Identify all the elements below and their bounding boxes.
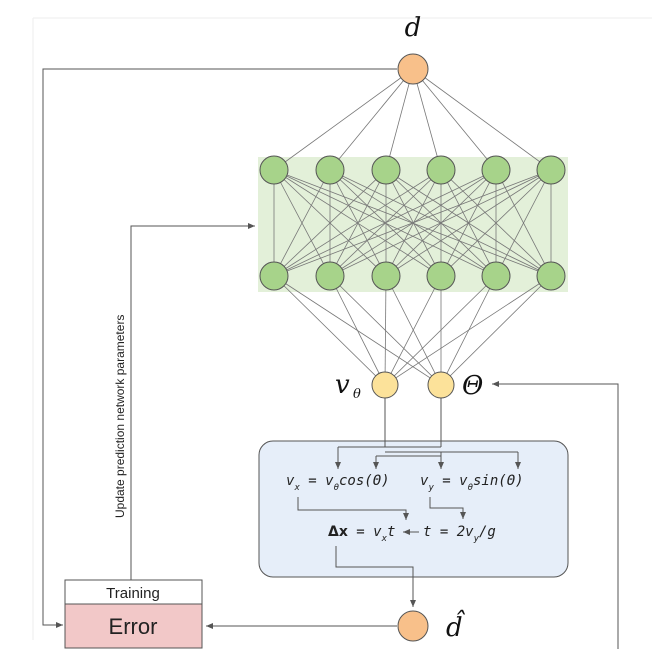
arrow-into-angle — [492, 381, 619, 649]
network-connections — [273, 68, 552, 386]
edge-hidden2-input — [440, 275, 552, 386]
dx-equation: Δx = vxt — [328, 524, 395, 544]
hidden-layer2-node — [259, 261, 289, 291]
edge-hidden2-input — [384, 275, 497, 386]
hidden-layer1-node — [371, 155, 401, 185]
arrow-vx-to-dx — [297, 497, 409, 520]
edge-hidden1-hidden2 — [273, 169, 442, 277]
edge-hidden1-hidden2 — [329, 169, 552, 277]
vy-equation: vy = vθsin(Θ) — [420, 473, 524, 493]
edge-hidden2-input — [273, 275, 386, 386]
arrow-update-parameters — [130, 223, 255, 580]
arrow-output-to-error — [42, 68, 397, 628]
edge-hidden2-input — [329, 275, 386, 386]
arrow-vy-to-t — [429, 497, 466, 519]
edge-hidden1-hidden2 — [440, 169, 552, 277]
edge-hidden1-hidden2 — [385, 169, 552, 277]
error-box — [64, 603, 203, 649]
edge-hidden1-hidden2 — [273, 169, 497, 277]
arrow-dx-to-prediction — [335, 546, 416, 607]
vx-equation: vx = vθcos(Θ) — [286, 473, 390, 493]
training-header-box — [64, 579, 203, 605]
edge-output-hidden1 — [273, 68, 414, 171]
edge-hidden1-hidden2 — [273, 169, 552, 277]
edge-hidden1-hidden2 — [495, 169, 552, 277]
edge-output-hidden1 — [385, 68, 414, 171]
error-label: Error — [109, 614, 158, 639]
hidden-layer1-node — [259, 155, 289, 185]
edge-hidden2-input — [384, 275, 552, 386]
edge-hidden2-input — [384, 275, 442, 386]
hidden-layer2-node — [481, 261, 511, 291]
angle-node-label: Θ — [462, 371, 483, 401]
edge-output-hidden1 — [412, 68, 497, 171]
output-node — [397, 53, 429, 85]
hidden-layer2-node — [536, 261, 566, 291]
hidden-layer1-node — [481, 155, 511, 185]
hidden-layer2-node — [371, 261, 401, 291]
hidden-layer2-node — [315, 261, 345, 291]
edge-hidden1-hidden2 — [273, 169, 331, 277]
hidden-layer2-node — [426, 261, 456, 291]
t-equation: t = 2vy/g — [423, 524, 496, 544]
edge-hidden2-input — [384, 275, 387, 386]
velocity-node — [371, 371, 399, 399]
hidden-layer-nodes — [259, 155, 566, 291]
output-node-label: d — [405, 13, 422, 43]
hidden-layer1-node — [536, 155, 566, 185]
hidden-layer1-node — [426, 155, 456, 185]
physics-box — [258, 440, 569, 578]
hidden-layer1-node — [315, 155, 345, 185]
edge-hidden2-input — [385, 275, 442, 386]
velocity-node-label: v — [335, 370, 350, 400]
edge-hidden1-hidden2 — [273, 169, 387, 277]
edge-output-hidden1 — [412, 68, 442, 171]
training-header-label: Training — [106, 585, 160, 602]
prediction-node-label: d̂ — [446, 609, 466, 643]
angle-node — [427, 371, 455, 399]
edge-output-hidden1 — [329, 68, 414, 171]
prediction-node — [397, 610, 429, 642]
velocity-node-subscript: θ — [353, 387, 361, 402]
update-parameters-label: Update prediction network parameters — [113, 315, 127, 518]
edge-output-hidden1 — [412, 68, 552, 171]
